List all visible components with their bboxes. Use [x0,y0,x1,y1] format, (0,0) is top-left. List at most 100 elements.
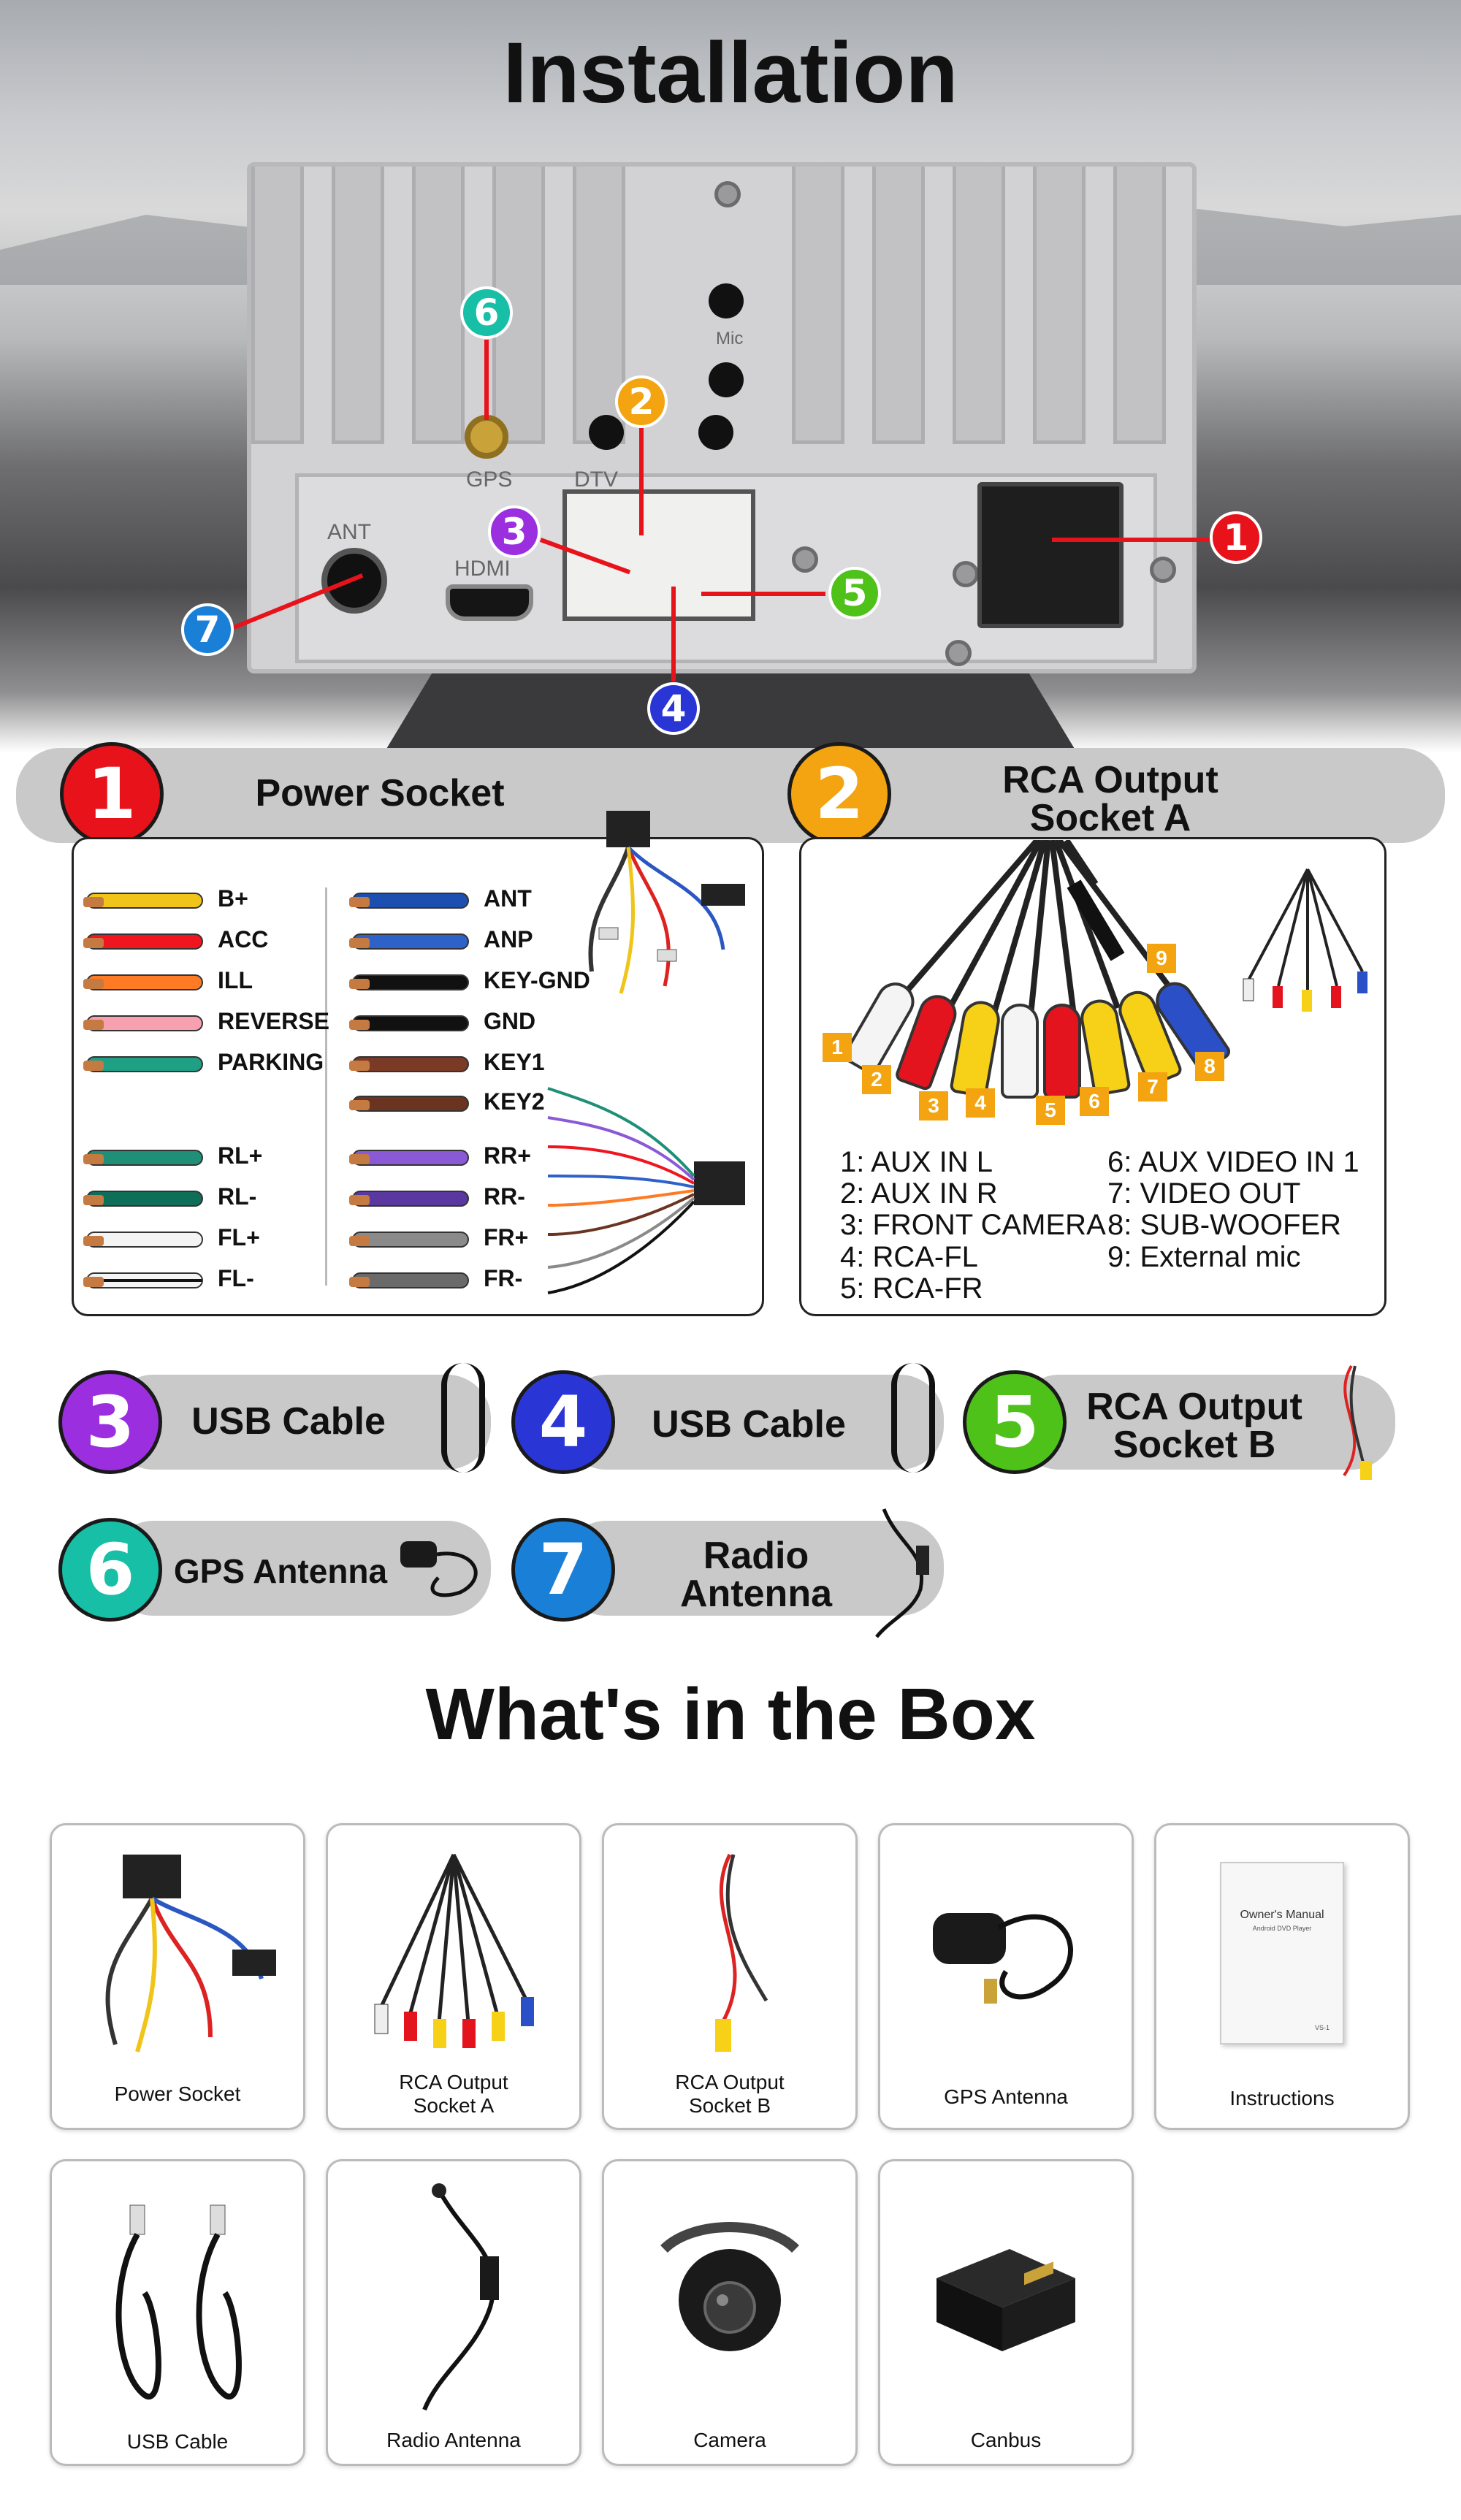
wire-swatch-right-8 [349,1232,469,1248]
usb-cable-thumbnail [115,2204,242,2400]
rca-legend-item: 3: FRONT CAMERA [840,1209,1106,1242]
accessory-label-radio-line2: Antenna [680,1573,832,1615]
wire-label: PARKING [218,1049,324,1075]
accessory-label-gps: GPS Antenna [173,1552,388,1590]
rca-number-6: 6 [1080,1087,1109,1116]
screw [945,640,972,666]
section-title-rca-a-line1: RCA Output [1002,759,1218,801]
usb-cable-icon [441,1363,485,1473]
box-label-line1: Radio Antenna [386,2429,521,2451]
wire-swatch-right-6 [349,1150,469,1166]
heatsink-fin [1113,167,1166,444]
mount-hole [698,415,733,450]
rca-number-4: 4 [966,1088,995,1118]
accessory-bar-5 [1015,1375,1395,1470]
gps-antenna-icon [400,1541,478,1597]
rca-legend-item: 7: VIDEO OUT [1107,1177,1301,1210]
rca-number-7: 7 [1138,1072,1167,1101]
accessory-label-rca-b-line1: RCA Output [1086,1386,1302,1428]
hdmi-port [446,584,533,621]
heatsink-fin [332,167,384,444]
antenna-jack [321,548,387,614]
box-card-usb-cable: USB Cable [50,2159,305,2466]
wire-label: ANP [484,926,533,952]
wire-label: FR- [484,1265,523,1291]
dtv-port-label: DTV [574,467,618,492]
wire-swatch-right-1 [349,933,469,950]
mount-hole [589,415,624,450]
box-label: RCA Output Socket B [604,2071,855,2118]
canbus-thumbnail [937,2249,1075,2351]
wire-label: ANT [484,885,532,912]
power-connector-block [977,482,1124,628]
heatsink-fin [412,167,465,444]
wire-label: FR+ [484,1224,529,1251]
accessory-label-radio: Radio Antenna [643,1537,869,1613]
box-label-line2: Socket B [688,2094,771,2118]
wire-swatch-right-7 [349,1191,469,1207]
manual-thumbnail: Owner's Manual Android DVD Player VS-1 [1220,1862,1344,2044]
gps-port-label: GPS [466,467,513,492]
box-label: Canbus [880,2429,1132,2452]
wire-label: RL+ [218,1142,263,1169]
wire-swatch-left-7 [83,1232,203,1248]
box-section-title: What's in the Box [425,1673,1036,1755]
rca-number-5: 5 [1036,1096,1065,1125]
screw [953,561,979,587]
box-label-line1: Canbus [970,2429,1042,2451]
wire-swatch-left-3 [83,1015,203,1031]
wire-swatch-left-1 [83,933,203,950]
rca-legend-item: 9: External mic [1107,1240,1301,1273]
rca-b-thumbnail [715,1853,768,2052]
screw [1150,557,1176,583]
heatsink-fin [251,167,304,444]
heatsink-fin [573,167,625,444]
wire-swatch-left-6 [83,1191,203,1207]
rca-legend-item: 1: AUX IN L [840,1146,993,1178]
box-label-line1: GPS Antenna [944,2085,1068,2108]
accessory-badge-5: 5 [963,1370,1067,1474]
accessory-bar-4 [562,1375,944,1470]
box-card-canbus: Canbus [878,2159,1134,2466]
accessory-bar-6 [110,1521,491,1616]
rca-number-1: 1 [823,1033,852,1062]
accessory-label-usb-2: USB Cable [652,1403,846,1446]
power-socket-thumbnail [105,1855,276,2053]
rca-a-thumbnail [374,1853,534,2048]
wire-swatch-left-8 [83,1272,203,1288]
callout-1: 1 [1210,511,1262,564]
accessory-badge-4: 4 [511,1370,615,1474]
rca-harness-thumbnail [1243,868,1367,1012]
screw [792,546,818,573]
section-badge-2: 2 [787,742,891,846]
wire-swatch-left-2 [83,974,203,990]
box-label-line1: USB Cable [126,2430,229,2453]
gps-antenna-thumbnail [933,1913,1073,2004]
rca-legend-right: 6: AUX VIDEO IN 1 7: VIDEO OUT 8: SUB-WO… [1107,1146,1359,1273]
leader-line-5 [701,592,825,596]
mic-hole [709,283,744,318]
rca-number-2: 2 [862,1065,891,1094]
box-label: Radio Antenna [328,2429,579,2452]
callout-3: 3 [488,505,541,558]
box-card-gps-antenna: GPS Antenna [878,1823,1134,2130]
accessory-badge-3: 3 [58,1370,162,1474]
wire-swatch-right-2 [349,974,469,990]
wire-label: B+ [218,885,248,912]
wire-label: ACC [218,926,269,952]
manual-title: Owner's Manual [1240,1909,1324,1921]
rca-legend-left: 1: AUX IN L 2: AUX IN R 3: FRONT CAMERA … [840,1146,1106,1305]
wire-label: KEY2 [484,1088,545,1115]
manual-subtitle: Android DVD Player [1252,1925,1312,1932]
rca-legend-item: 5: RCA-FR [840,1272,983,1305]
leader-line-2 [639,419,644,535]
camera-thumbnail [660,2222,799,2351]
leader-line-4 [671,587,676,681]
accessory-label-rca-b: RCA Output Socket B [1074,1388,1315,1464]
box-label-line1: Camera [693,2429,766,2451]
box-label: USB Cable [52,2430,303,2454]
rca-legend-item: 2: AUX IN R [840,1177,998,1210]
callout-4: 4 [647,682,700,735]
box-card-rca-b: RCA Output Socket B [602,1823,858,2130]
heatsink-fin [872,167,925,444]
